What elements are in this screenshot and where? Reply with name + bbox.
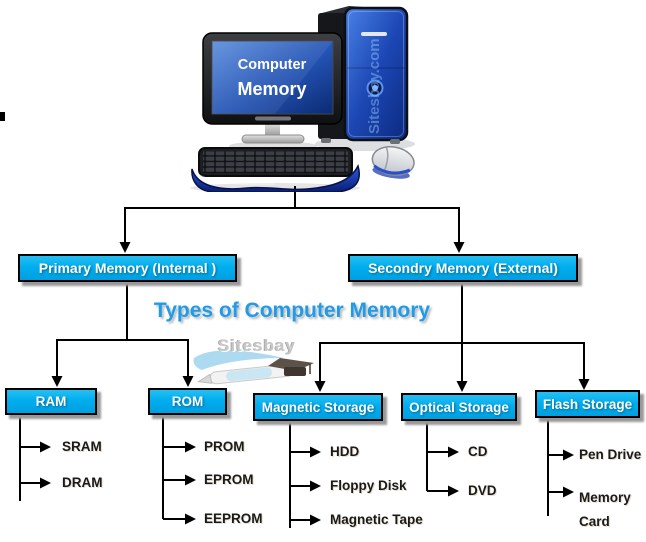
node-magnetic-storage: Magnetic Storage [253,393,383,421]
leaf-pen-drive: Pen Drive [579,447,642,462]
sitesbay-logo-text: Sitesbay [218,336,296,355]
node-primary-memory: Primary Memory (Internal ) [18,254,237,282]
left-edge-artifact [0,112,5,121]
leaf-hdd: HDD [330,444,360,459]
node-optical-storage: Optical Storage [401,393,517,421]
node-flash-storage: Flash Storage [535,390,640,418]
keyboard-wrist-rest [191,163,360,192]
screen-text-line2: Memory [237,79,306,99]
monitor-stand [265,123,280,136]
leaf-cd: CD [468,444,488,459]
monitor-illustration: Computer Memory [202,32,343,151]
leaf-eprom: EPROM [204,472,254,487]
leaf-magnetic-tape: Magnetic Tape [330,512,423,527]
node-rom: ROM [148,388,227,415]
diagram-title: Types of Computer Memory [153,299,431,322]
monitor-screen [211,40,334,115]
screen-text-line1: Computer [238,57,307,73]
sitesbay-logo: Sitesbay [192,336,324,394]
mouse-illustration [371,146,415,179]
leaf-memory-card: Memory Card [579,490,631,529]
keyboard-keys [203,151,348,173]
leaf-prom: PROM [204,439,245,454]
computer-illustration: Sitesbay.com Computer Memory [190,6,415,192]
tower-watermark-text: Sitesbay.com [366,38,383,134]
sitesbay-logo-graphic [193,350,314,385]
leaf-floppy-disk: Floppy Disk [330,478,407,493]
node-secondary-memory: Secondry Memory (External) [348,254,578,282]
keyboard-illustration [190,147,360,192]
leaf-sram: SRAM [62,439,102,454]
leaf-dvd: DVD [468,483,497,498]
graduation-cap-icon [268,358,314,376]
leaf-eeprom: EEPROM [204,511,263,526]
tower-dvd-slot [361,32,387,36]
node-ram: RAM [5,388,97,415]
leaf-dram: DRAM [62,475,103,490]
